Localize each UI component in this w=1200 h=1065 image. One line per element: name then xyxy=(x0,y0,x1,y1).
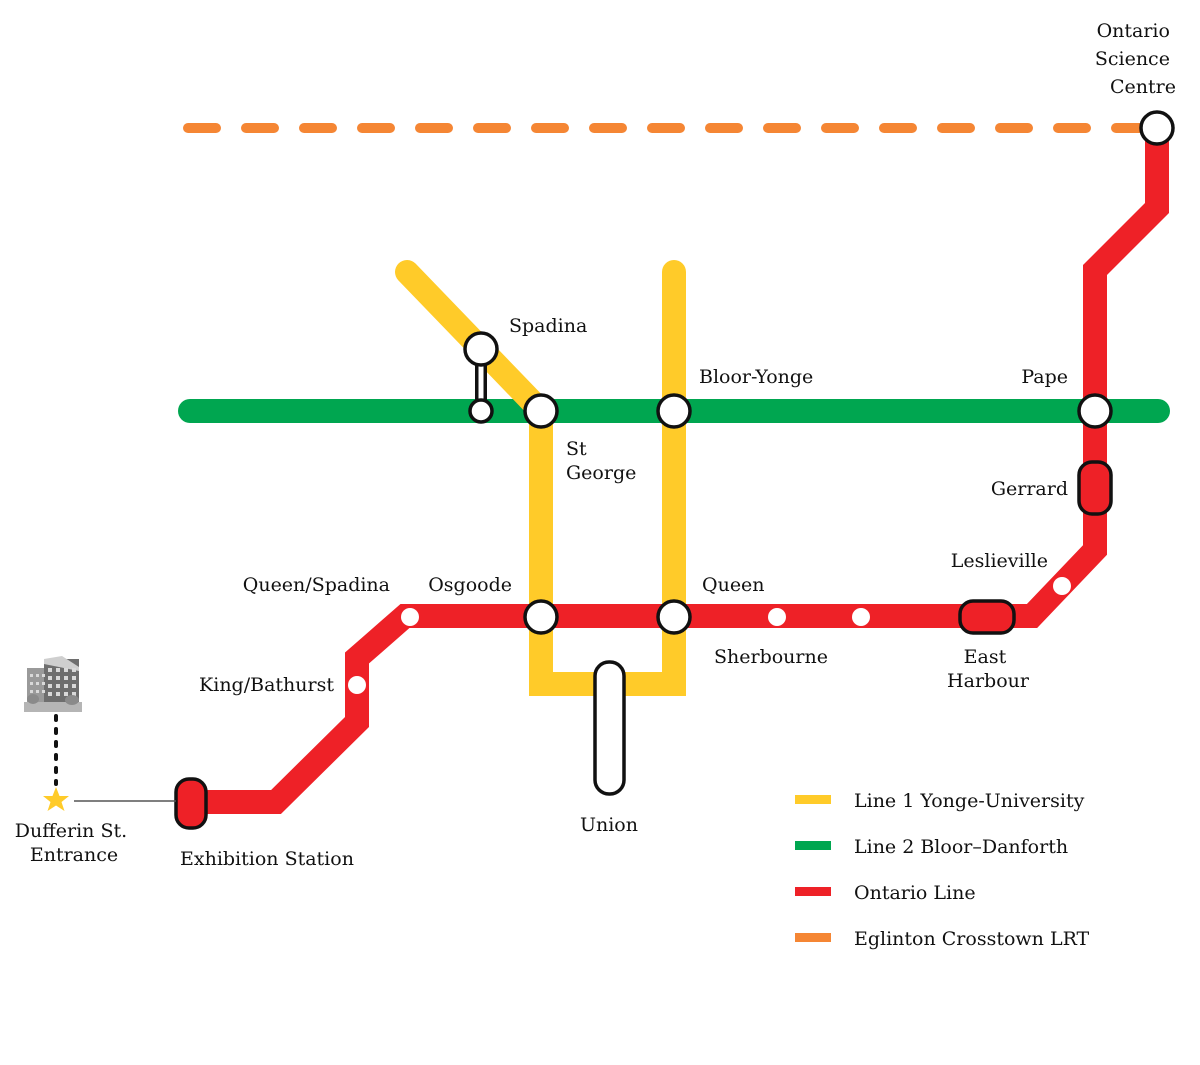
legend-label-line-2: Line 2 Bloor–Danforth xyxy=(854,836,1068,858)
label-leslieville: Leslieville xyxy=(951,550,1048,572)
legend-label-eglinton: Eglinton Crosstown LRT xyxy=(854,928,1090,950)
stop-king-bathurst[interactable] xyxy=(348,676,366,694)
station-pape[interactable] xyxy=(1077,393,1113,429)
label-ontario-science-centre: Ontario Science Centre xyxy=(1095,20,1176,98)
station-exhibition[interactable] xyxy=(174,777,208,830)
building-icon xyxy=(24,656,82,712)
label-exhibition: Exhibition Station xyxy=(180,848,354,870)
label-pape: Pape xyxy=(1021,366,1068,388)
label-union: Union xyxy=(580,814,638,836)
station-union[interactable] xyxy=(593,660,626,796)
stop-queen-spadina[interactable] xyxy=(401,608,419,626)
label-dufferin-entrance: Dufferin St. Entrance xyxy=(15,820,133,866)
station-spadina-lower[interactable] xyxy=(468,398,494,424)
label-bloor-yonge: Bloor-Yonge xyxy=(699,366,813,388)
station-queen[interactable] xyxy=(656,599,692,635)
legend-label-ontario-line: Ontario Line xyxy=(854,882,976,904)
station-bloor-yonge[interactable] xyxy=(656,393,692,429)
label-gerrard: Gerrard xyxy=(991,478,1068,500)
stop-sherbourne[interactable] xyxy=(768,608,786,626)
legend-swatch-ontario-line xyxy=(795,887,831,896)
stop-sherbourne-east[interactable] xyxy=(852,608,870,626)
label-queen: Queen xyxy=(702,574,765,596)
legend-item-line-1: Line 1 Yonge-University xyxy=(795,790,1085,812)
label-osgoode: Osgoode xyxy=(428,574,512,596)
label-sherbourne: Sherbourne xyxy=(714,646,828,668)
label-st-george: St George xyxy=(566,438,636,484)
ontario-line xyxy=(178,116,1169,814)
label-spadina: Spadina xyxy=(509,315,587,337)
station-osgoode[interactable] xyxy=(523,599,559,635)
legend-item-ontario-line: Ontario Line xyxy=(795,882,976,904)
legend-item-eglinton: Eglinton Crosstown LRT xyxy=(795,928,1090,950)
station-ontario-science-centre[interactable] xyxy=(1139,110,1175,146)
legend-item-line-2: Line 2 Bloor–Danforth xyxy=(795,836,1068,858)
stop-leslieville[interactable] xyxy=(1053,577,1071,595)
station-gerrard[interactable] xyxy=(1077,460,1113,516)
label-queen-spadina: Queen/Spadina xyxy=(243,574,390,596)
legend-swatch-line-2 xyxy=(795,841,831,850)
legend-swatch-line-1 xyxy=(795,795,831,804)
station-spadina[interactable] xyxy=(463,331,499,367)
legend-swatch-eglinton xyxy=(795,933,831,942)
star-icon xyxy=(43,787,69,811)
station-st-george[interactable] xyxy=(523,393,559,429)
legend: Line 1 Yonge-University Line 2 Bloor–Dan… xyxy=(795,790,1090,950)
line-1-yonge-university xyxy=(395,260,686,696)
label-king-bathurst: King/Bathurst xyxy=(199,674,334,696)
legend-label-line-1: Line 1 Yonge-University xyxy=(854,790,1085,812)
label-east-harbour: East Harbour xyxy=(947,646,1030,692)
station-east-harbour[interactable] xyxy=(958,599,1016,635)
